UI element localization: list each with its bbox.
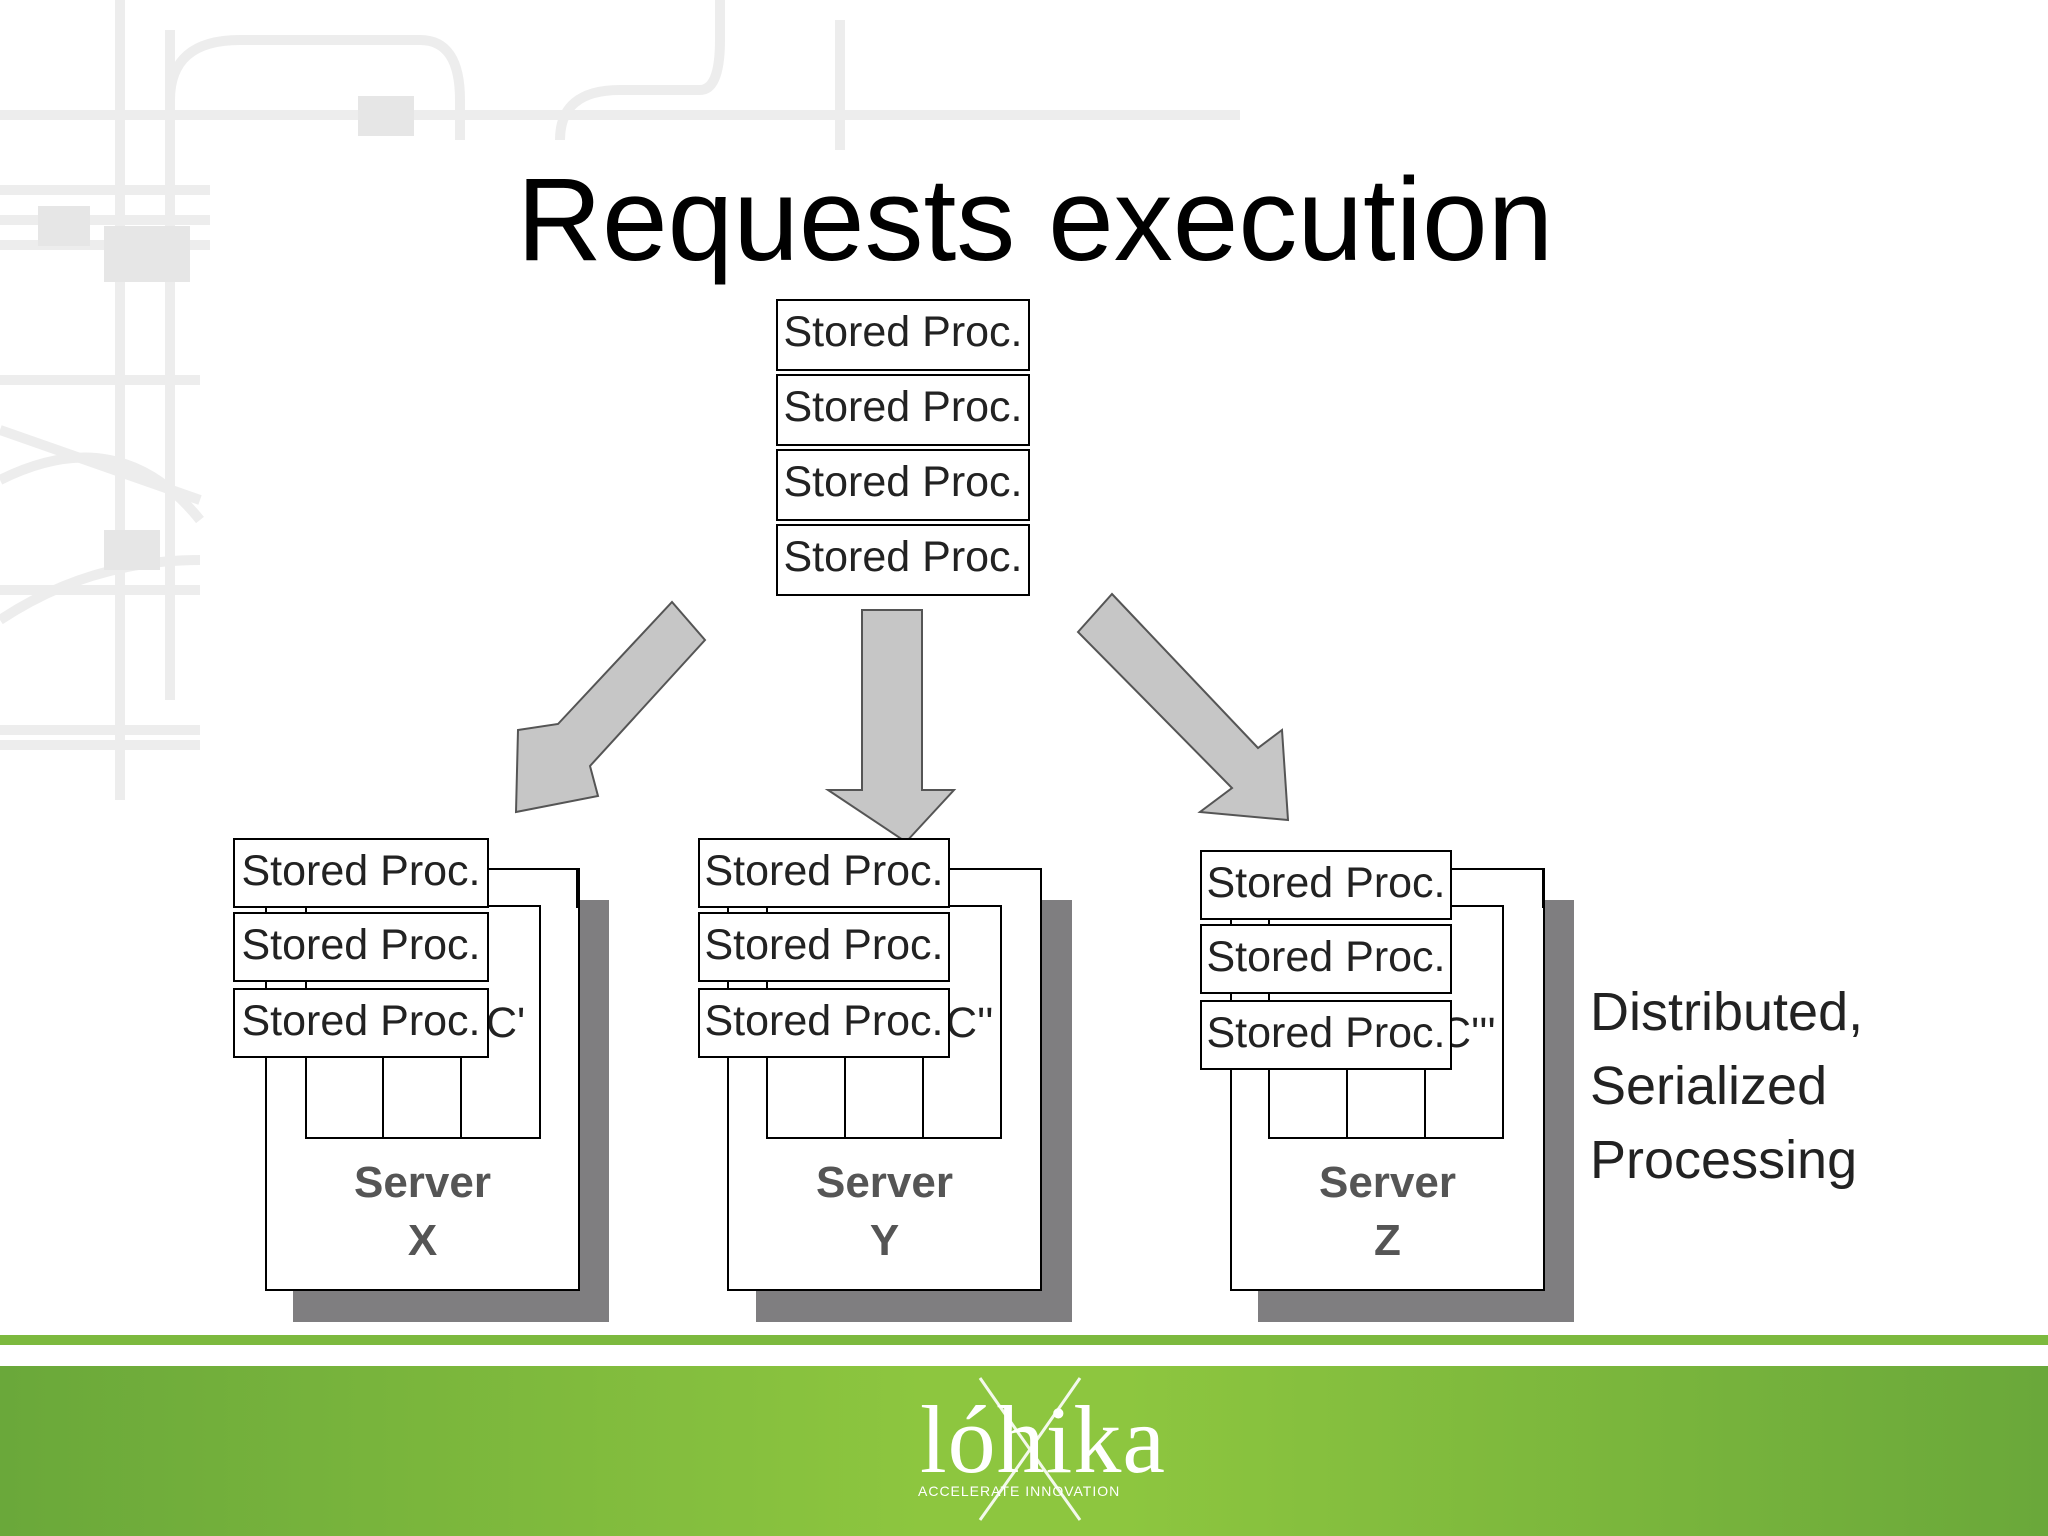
server-y-fragment: C''	[946, 999, 994, 1047]
stored-proc-box: Stored Proc.	[233, 912, 489, 982]
footer-band	[0, 1366, 2048, 1536]
stored-proc-box: Stored Proc.	[1200, 1000, 1452, 1070]
stored-proc-box: Stored Proc.	[776, 449, 1030, 521]
stored-proc-label: Stored Proc.	[704, 921, 944, 969]
stored-proc-box: Stored Proc.	[233, 988, 489, 1058]
server-x-line1: Server	[353, 1158, 491, 1207]
background-decoration	[0, 0, 1240, 800]
stored-proc-label: Stored Proc.	[1206, 1009, 1446, 1057]
stored-proc-label: Stored Proc.	[241, 921, 481, 969]
stored-proc-label: Stored Proc.	[704, 847, 944, 895]
side-note: Distributed, Serialized Processing	[1590, 975, 1863, 1197]
stored-proc-box: Stored Proc.	[776, 524, 1030, 596]
side-note-line2: Serialized	[1590, 1056, 1828, 1116]
stored-proc-box: Stored Proc.	[776, 299, 1030, 371]
server-y-line1: Server	[815, 1158, 953, 1207]
server-x-divider	[460, 1050, 462, 1138]
stored-proc-label: Stored Proc.	[783, 458, 1023, 506]
stored-proc-box: Stored Proc.	[1200, 924, 1452, 994]
stored-proc-label: Stored Proc.	[241, 847, 481, 895]
logo-mark-icon	[978, 1377, 1082, 1521]
arrow-right	[1076, 592, 1290, 822]
logo-name: lóhika	[920, 1386, 1166, 1493]
logo-tagline: ACCELERATE INNOVATION	[918, 1483, 1121, 1499]
server-x-fragment: C'	[486, 999, 526, 1047]
company-logo: lóhika ACCELERATE INNOVATION	[880, 1370, 1170, 1530]
server-x-label: Server X	[265, 1154, 580, 1270]
stored-proc-box: Stored Proc.	[698, 988, 950, 1058]
arrow-center	[824, 609, 957, 844]
server-x-divider	[382, 1050, 384, 1138]
stored-proc-box: Stored Proc.	[233, 838, 489, 908]
stored-proc-box: Stored Proc.	[1200, 850, 1452, 920]
stored-proc-label: Stored Proc.	[1206, 859, 1446, 907]
stored-proc-label: Stored Proc.	[783, 308, 1023, 356]
server-y-line2: Y	[869, 1216, 900, 1265]
footer-stripe	[0, 1335, 2048, 1345]
side-note-line3: Processing	[1590, 1130, 1858, 1190]
server-y-divider	[844, 1050, 846, 1138]
server-z-line2: Z	[1374, 1216, 1401, 1265]
server-z-line1: Server	[1318, 1158, 1456, 1207]
stored-proc-label: Stored Proc.	[783, 383, 1023, 431]
server-z-divider	[1346, 1050, 1348, 1138]
stored-proc-label: Stored Proc.	[783, 533, 1023, 581]
stored-proc-label: Stored Proc.	[1206, 933, 1446, 981]
stored-proc-label: Stored Proc.	[241, 997, 481, 1045]
stored-proc-box: Stored Proc.	[776, 374, 1030, 446]
side-note-line1: Distributed,	[1590, 982, 1864, 1042]
server-y-divider	[922, 1050, 924, 1138]
server-z-label: Server Z	[1230, 1154, 1545, 1270]
stored-proc-box: Stored Proc.	[698, 838, 950, 908]
server-x-line2: X	[407, 1216, 438, 1265]
server-z-divider	[1424, 1050, 1426, 1138]
server-y-label: Server Y	[727, 1154, 1042, 1270]
arrow-left	[514, 600, 707, 814]
stored-proc-label: Stored Proc.	[704, 997, 944, 1045]
stored-proc-box: Stored Proc.	[698, 912, 950, 982]
page-title: Requests execution	[516, 154, 1554, 286]
